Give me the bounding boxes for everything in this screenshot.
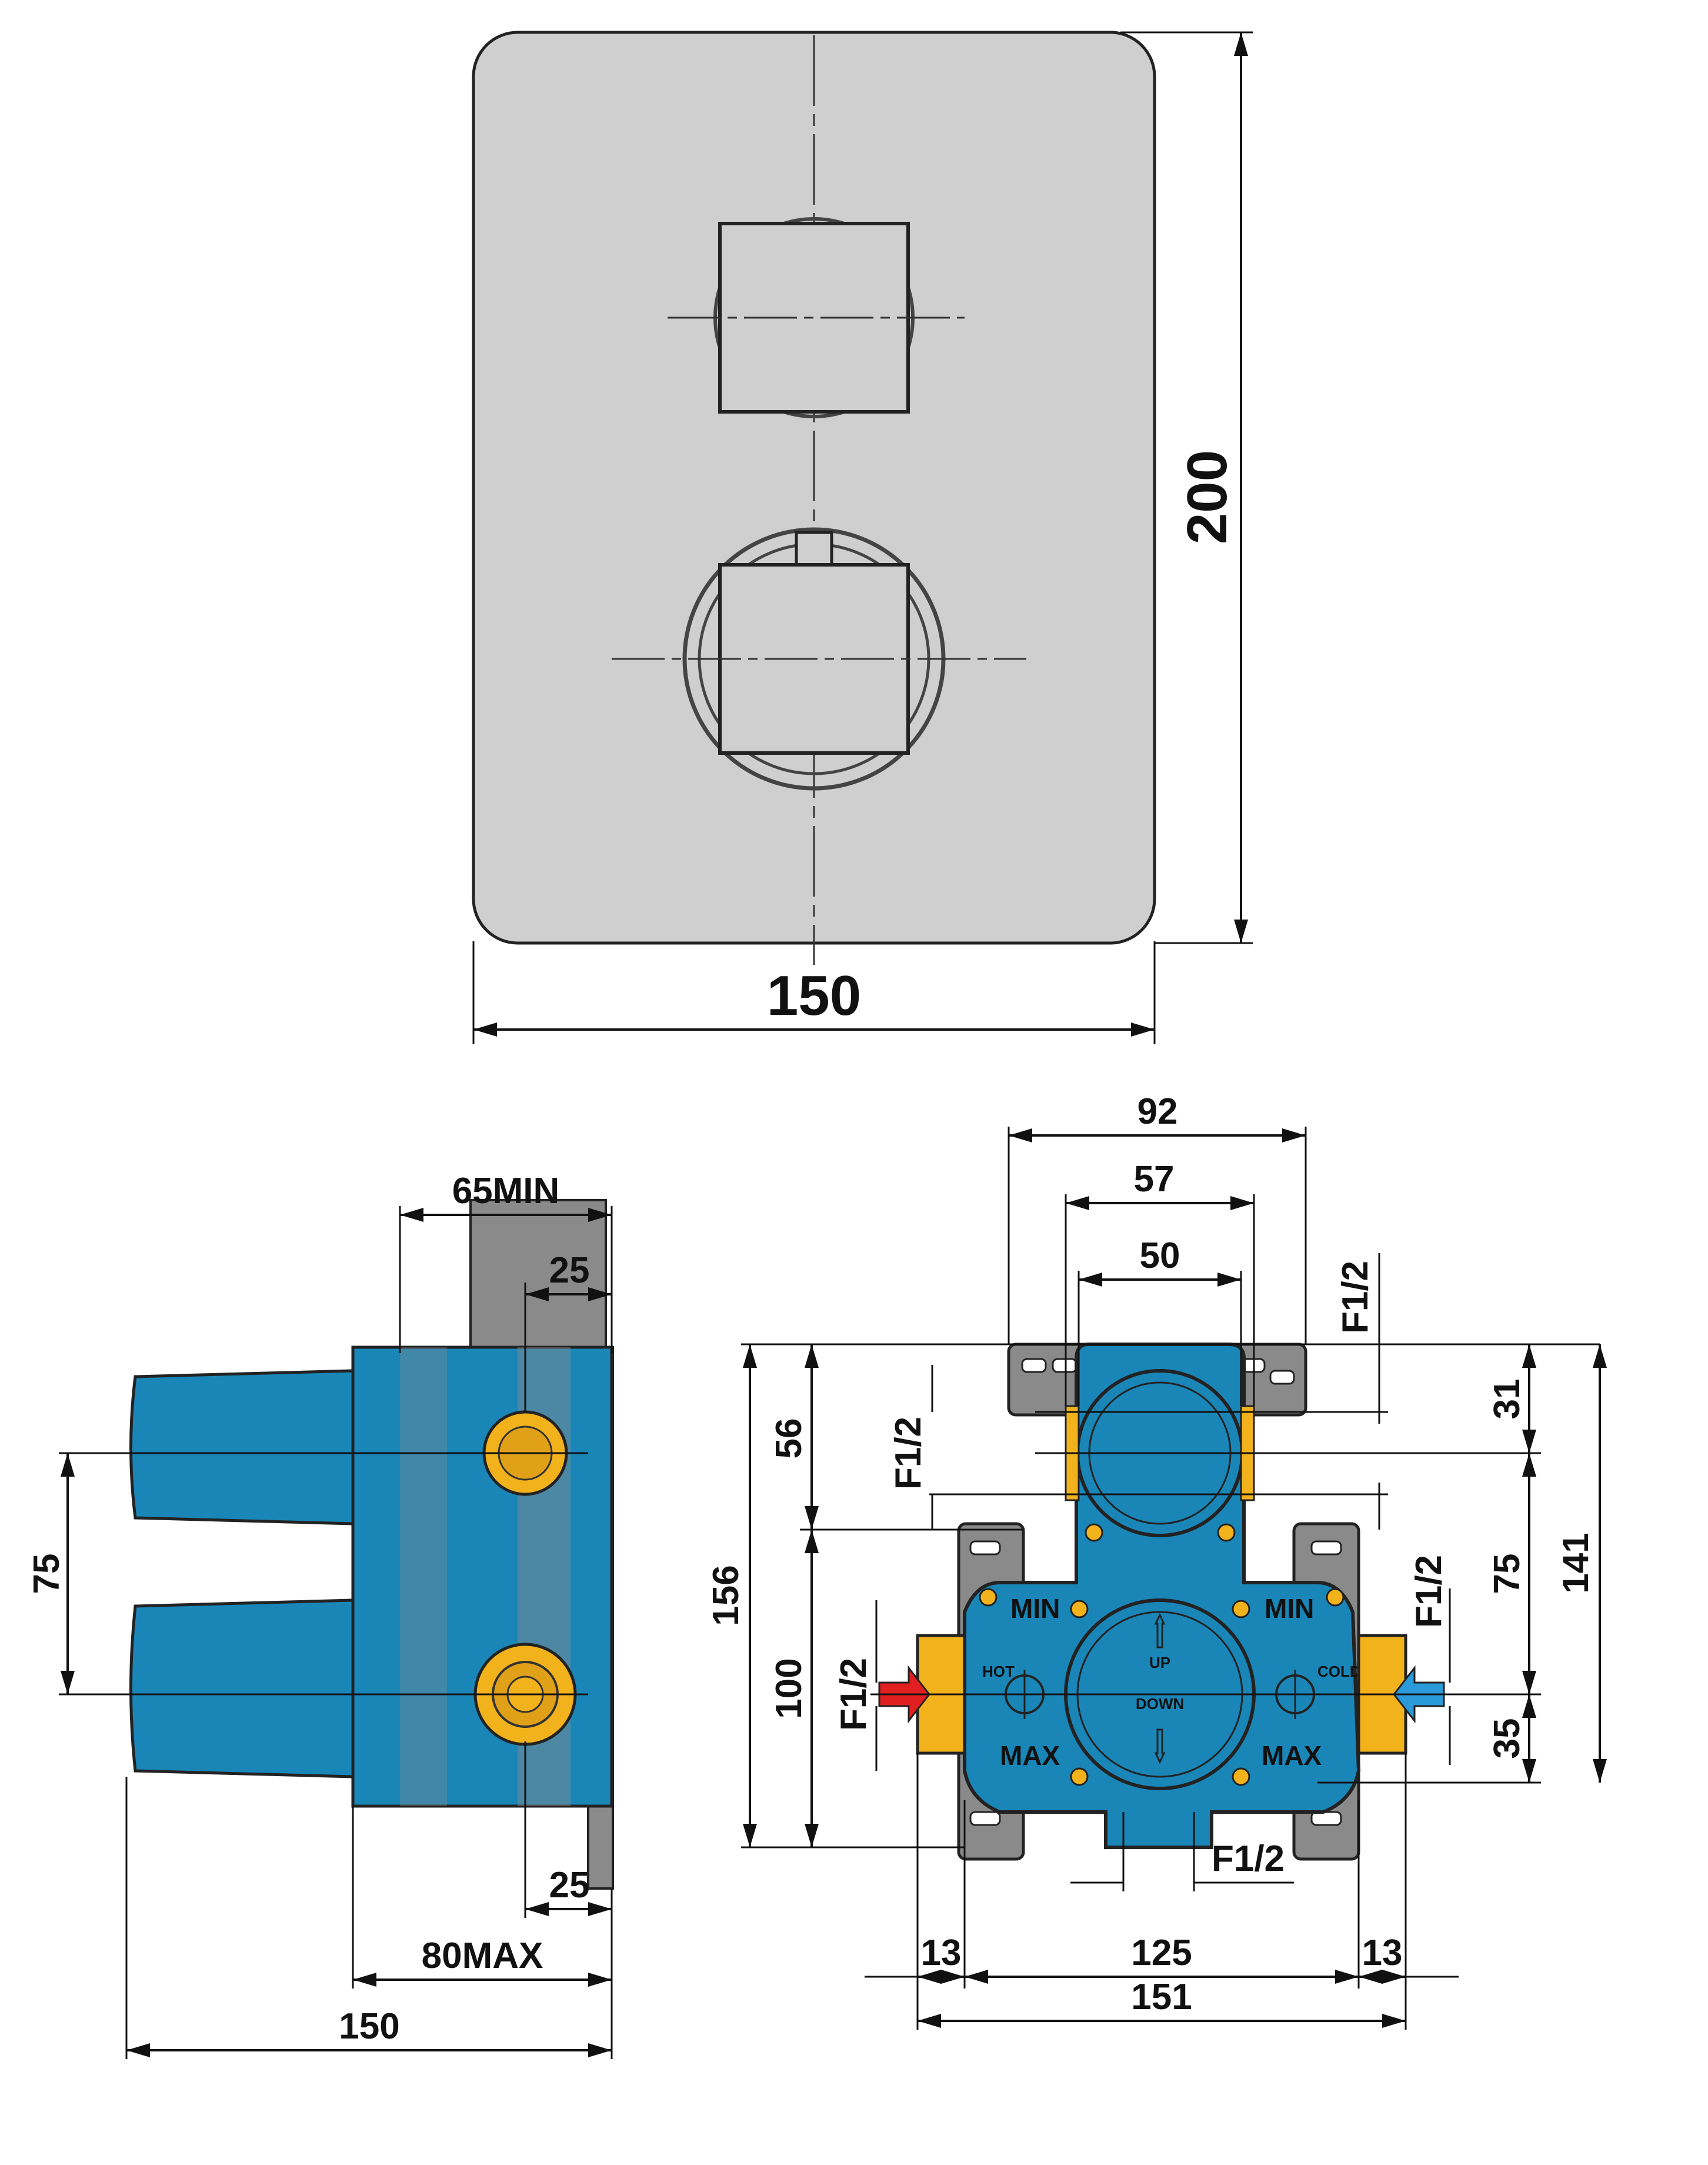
side-total-depth-label: 150 (339, 2006, 399, 2047)
valve-bottom-outlet-label: F1/2 (1212, 1838, 1285, 1879)
valve-bottom-right-label: 13 (1362, 1933, 1403, 1973)
valve-bottom-left-label: 13 (921, 1933, 962, 1973)
valve-right-total-label: 141 (1556, 1533, 1596, 1593)
front-height-label: 200 (1176, 450, 1239, 544)
min-left-label: MIN (1010, 1593, 1060, 1624)
screws (979, 1523, 1345, 1786)
valve-right-inlet-label: F1/2 (1409, 1555, 1449, 1628)
front-view: 150 200 (472, 31, 1253, 1044)
front-width-label: 150 (767, 964, 861, 1027)
valve-body (963, 1343, 1361, 1849)
valve-right-mid-label: 75 (1487, 1554, 1527, 1594)
upper-handle (129, 1369, 355, 1526)
max-right-label: MAX (1262, 1740, 1322, 1771)
side-view: 65MIN 25 25 80MAX 150 75 (26, 1171, 614, 2059)
valve-inner-width-label: 50 (1140, 1235, 1180, 1276)
front-width-dimension: 150 (472, 941, 1156, 1044)
side-depth-min-label: 65MIN (452, 1171, 560, 1211)
lower-handle (129, 1598, 355, 1778)
valve-top-offset-label: 56 (769, 1418, 809, 1459)
down-label: DOWN (1136, 1695, 1184, 1713)
valve-right-top-label: 31 (1487, 1379, 1527, 1420)
top-knob (668, 217, 965, 418)
valve-view: UP DOWN HOT COLD MIN MIN MAX MAX 9 (706, 1091, 1607, 2030)
side-top-offset-label: 25 (549, 1250, 590, 1291)
valve-outer-width-label: 57 (1134, 1159, 1175, 1200)
side-handle-spacing-label: 75 (26, 1554, 67, 1594)
side-depth-max-label: 80MAX (422, 1936, 543, 1976)
bottom-knob (612, 527, 1026, 791)
valve-bottom-total-label: 151 (1131, 1977, 1192, 2017)
valve-bottom-mid-label: 125 (1131, 1933, 1192, 1973)
max-left-label: MAX (1000, 1740, 1060, 1771)
valve-mount-width-label: 92 (1137, 1091, 1178, 1132)
valve-top-outlet-label: F1/2 (1335, 1261, 1376, 1334)
valve-left-height-label: 156 (706, 1565, 746, 1626)
valve-left-outlet-label: F1/2 (888, 1417, 929, 1490)
front-height-dimension: 200 (1120, 31, 1253, 944)
min-right-label: MIN (1265, 1593, 1314, 1624)
side-bottom-offset-label: 25 (549, 1865, 590, 1906)
hot-label: HOT (982, 1663, 1015, 1680)
side-body (351, 1345, 613, 1808)
up-label: UP (1149, 1654, 1170, 1671)
valve-left-inlet-label: F1/2 (833, 1658, 874, 1731)
cold-label: COLD (1317, 1663, 1361, 1680)
valve-right-bottom-label: 35 (1487, 1718, 1527, 1759)
valve-left-lower-label: 100 (769, 1658, 809, 1718)
